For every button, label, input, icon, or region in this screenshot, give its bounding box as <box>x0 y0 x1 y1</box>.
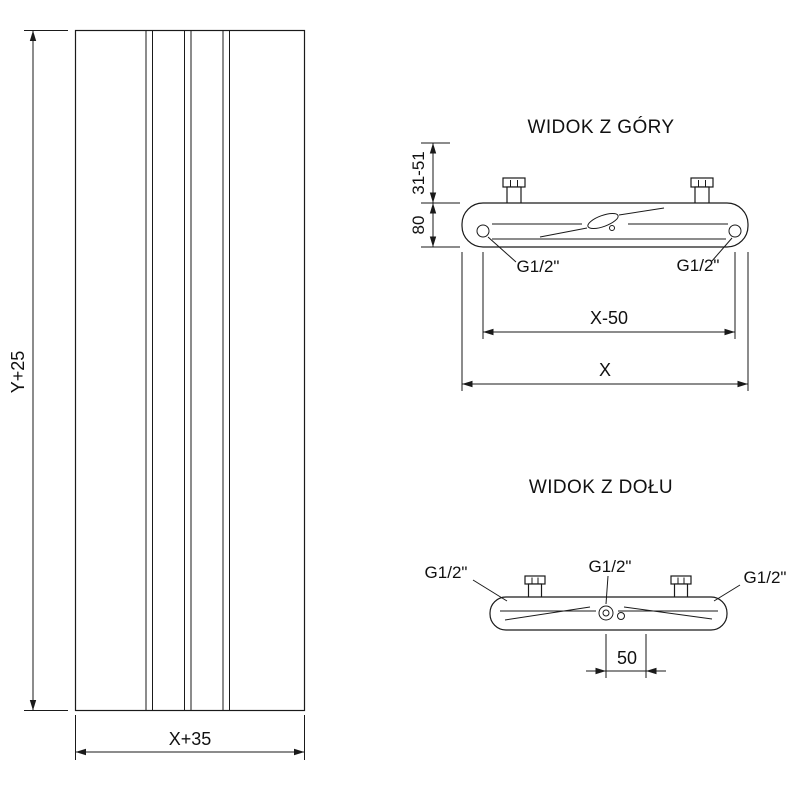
connection-left-label: G1/2" <box>425 563 468 582</box>
mounting-bracket-left <box>524 575 546 600</box>
pitch-dimension: X-50 <box>482 252 736 339</box>
connection-right-port <box>728 224 742 238</box>
radiator-front-outline <box>74 29 306 712</box>
connection-right-callout: G1/2" <box>713 568 787 602</box>
overall-width-label: X <box>599 360 611 380</box>
wall-distance-dimension: 31-51 <box>409 142 460 204</box>
width-dimension: X+35 <box>75 715 305 760</box>
connection-center-port <box>598 605 614 621</box>
connection-center-label: G1/2" <box>589 557 632 576</box>
top-view: WIDOK Z GÓRY <box>409 116 749 391</box>
mounting-bracket-right <box>670 575 692 600</box>
connection-right-callout: G1/2" <box>677 237 733 275</box>
connection-left-callout: G1/2" <box>425 563 508 602</box>
top-view-title: WIDOK Z GÓRY <box>528 116 675 138</box>
connection-right-label: G1/2" <box>744 568 787 587</box>
width-dimension-label: X+35 <box>169 729 212 749</box>
wall-distance-label: 31-51 <box>409 151 428 194</box>
radiator-bottom-body <box>489 596 728 631</box>
pitch-dimension-label: X-50 <box>590 308 628 328</box>
center-offset-label: 50 <box>617 648 637 668</box>
front-view: Y+25 X+35 <box>8 29 306 760</box>
air-vent-detail <box>587 212 619 230</box>
depth-dimension: 80 <box>409 203 460 248</box>
connection-right-label: G1/2" <box>677 256 720 275</box>
height-dimension: Y+25 <box>8 30 68 711</box>
radiator-top-body <box>461 202 749 248</box>
center-offset-dimension: 50 <box>586 634 666 678</box>
connection-left-port <box>476 224 490 238</box>
mounting-bracket-left <box>502 177 526 206</box>
radiator-front-panel-lines <box>145 30 230 711</box>
overall-width-dimension: X <box>461 252 749 391</box>
mounting-bracket-right <box>690 177 714 206</box>
height-dimension-label: Y+25 <box>8 351 28 394</box>
connection-center-callout: G1/2" <box>589 557 632 605</box>
connection-left-callout: G1/2" <box>487 236 560 276</box>
connection-left-label: G1/2" <box>517 257 560 276</box>
bottom-view: WIDOK Z DOŁU G1/2" <box>425 477 787 678</box>
depth-dimension-label: 80 <box>409 216 428 235</box>
bottom-view-title: WIDOK Z DOŁU <box>529 477 673 498</box>
